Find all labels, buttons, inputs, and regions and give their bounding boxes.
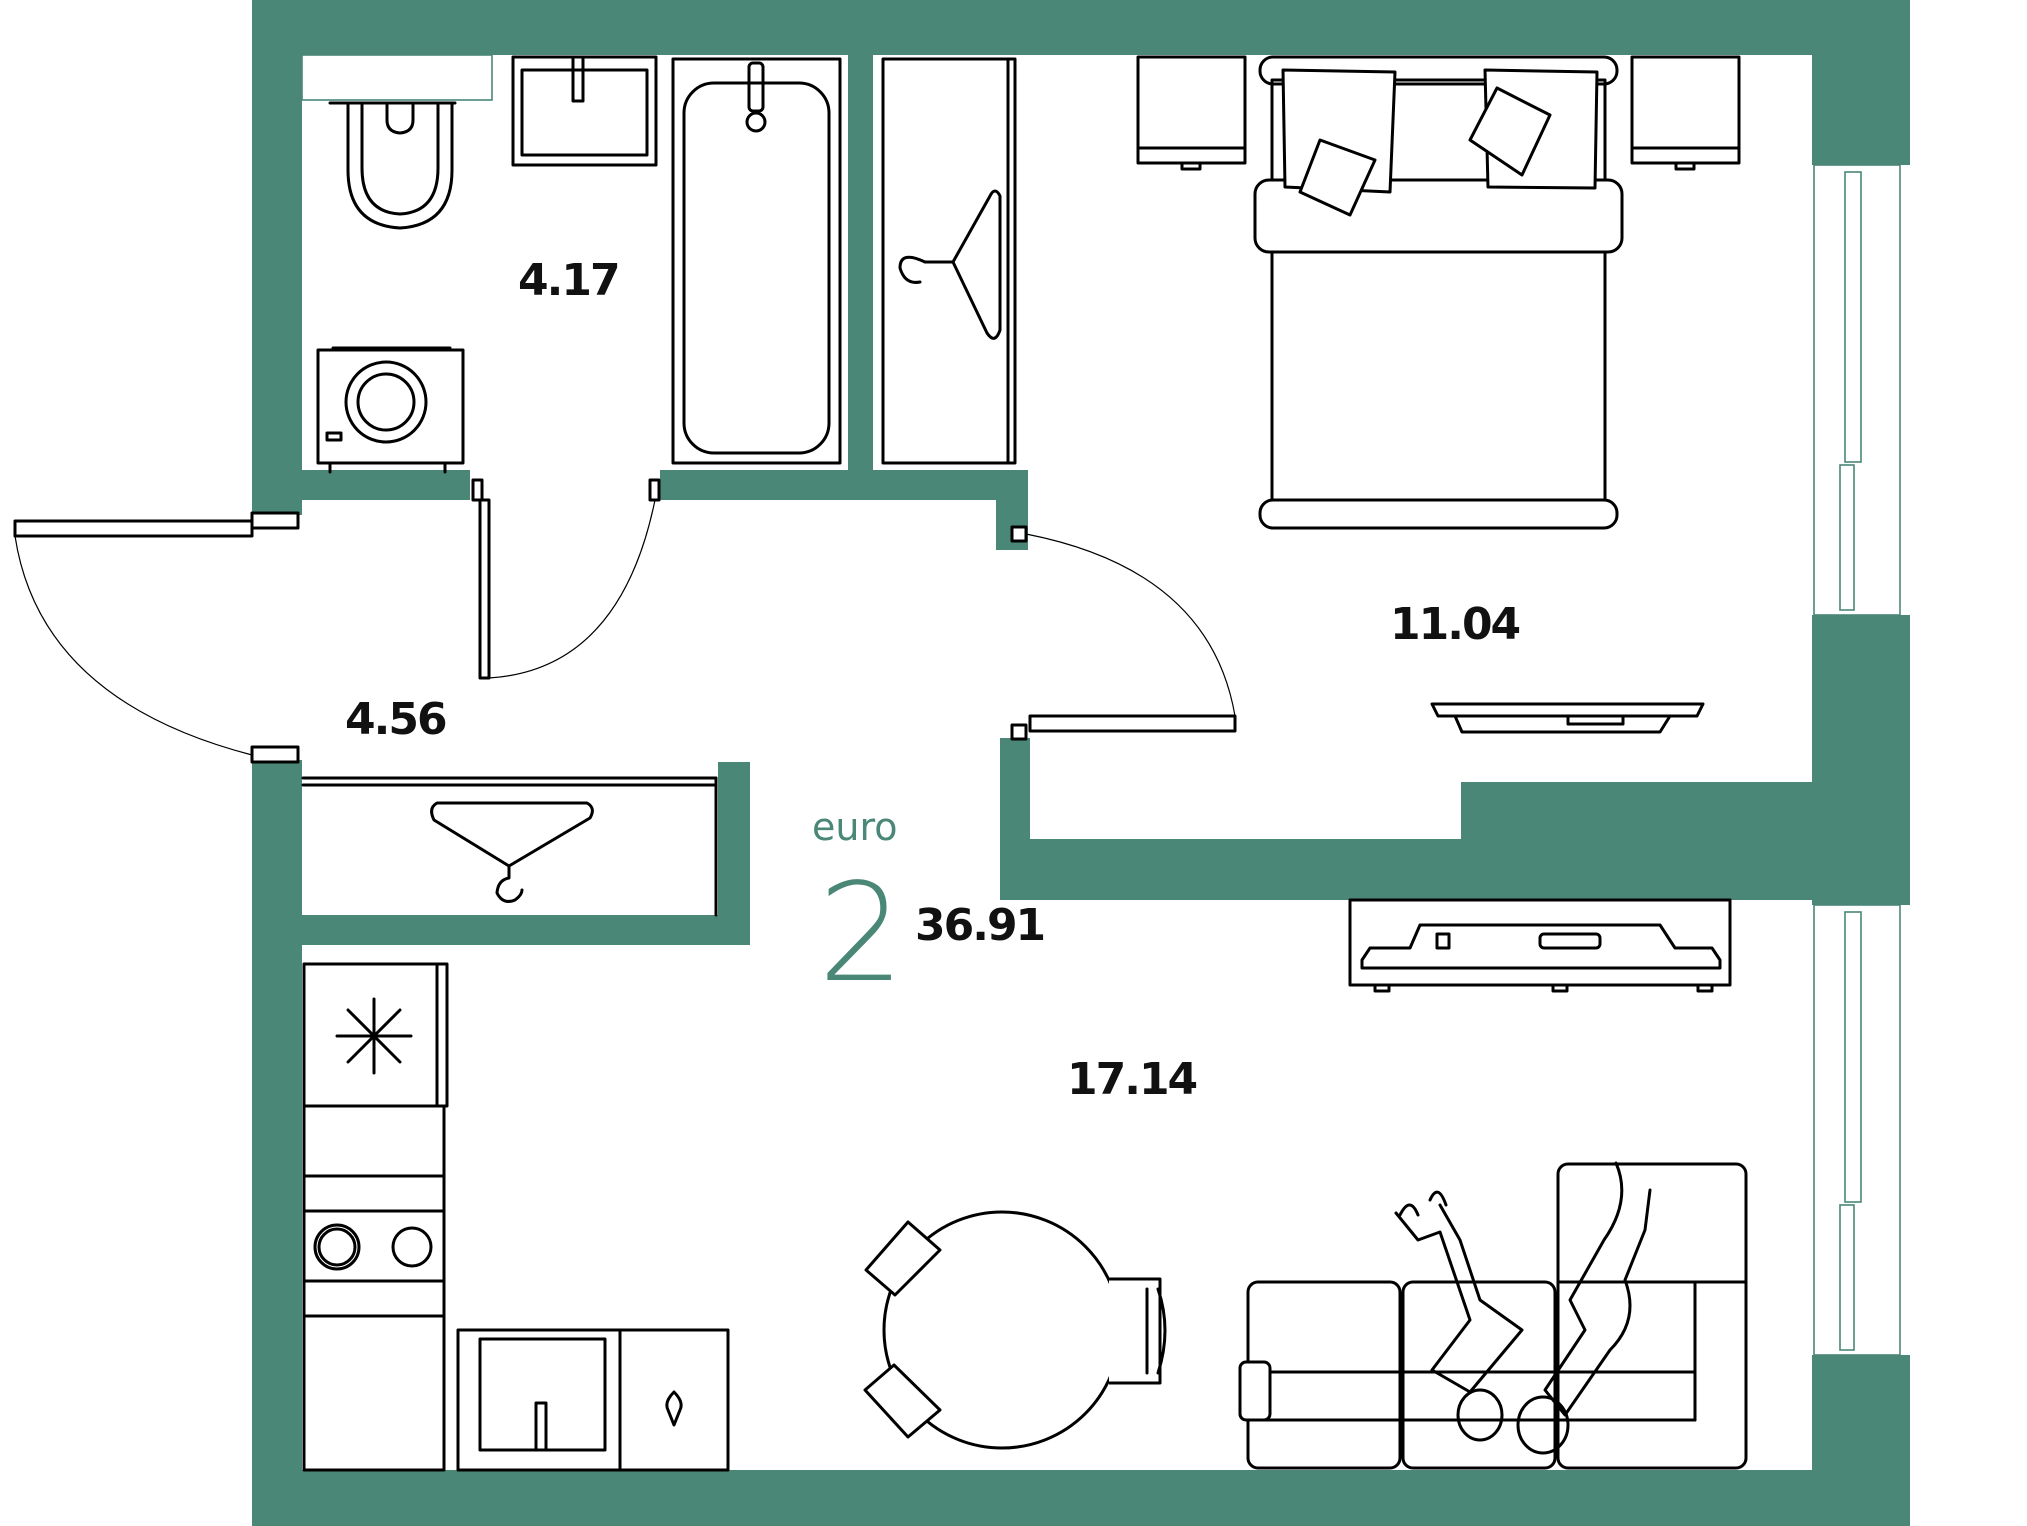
wardrobe-hanger-icon — [301, 776, 718, 917]
people-icon — [1394, 1161, 1652, 1455]
washing-machine-icon — [316, 346, 465, 474]
walls — [252, 0, 1910, 1526]
bathtub-icon — [671, 57, 842, 465]
tv-icon — [1348, 898, 1732, 993]
fridge-snowflake-icon — [302, 962, 449, 1108]
total-area-label: 36.91 — [915, 900, 1046, 951]
door-icon — [13, 478, 1237, 764]
sofa-icon — [1238, 1162, 1748, 1470]
rooms-count-label: 2 — [818, 855, 905, 1013]
wardrobe-hanger-icon — [881, 57, 1017, 465]
window-icon — [301, 54, 1901, 1356]
dishwasher-drop-icon — [618, 1328, 730, 1472]
tv-icon — [1430, 702, 1705, 734]
bed-icon — [1253, 55, 1624, 530]
nightstand-icon — [1136, 55, 1741, 171]
room-area-hallway: 4.56 — [345, 694, 448, 745]
apartment-type-label: euro — [812, 805, 898, 849]
stove-icon — [302, 1104, 446, 1472]
room-area-kitchen-living: 17.14 — [1067, 1054, 1198, 1105]
toilet-icon — [328, 101, 457, 230]
room-area-bathroom: 4.17 — [518, 255, 621, 306]
room-area-bedroom: 11.04 — [1390, 599, 1521, 650]
sink-icon — [511, 55, 658, 167]
chair-icon — [863, 1220, 1167, 1439]
kitchen-sink-icon — [456, 1328, 622, 1472]
